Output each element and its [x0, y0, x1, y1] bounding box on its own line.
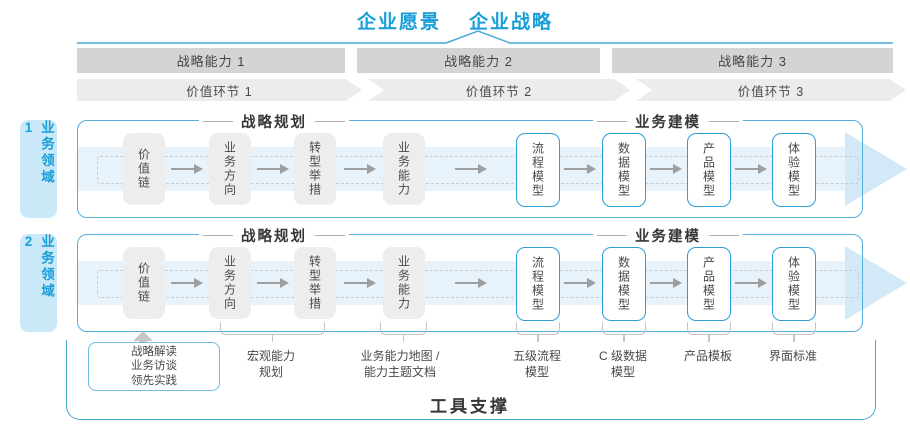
model-box-7: 产品模型 — [687, 133, 731, 207]
domain-tab-2: 业务领域 2 — [20, 234, 57, 332]
practice-box: 战略解读 业务访谈 领先实践 — [88, 342, 220, 391]
annotation-label-4: C 级数据 模型 — [598, 349, 648, 379]
right-arrow-icon — [256, 278, 289, 288]
right-arrow-icon — [649, 278, 682, 288]
capability-band-3: 战略能力 3 — [612, 48, 893, 73]
model-box-1: 价值链 — [123, 247, 165, 319]
page-title: 企业愿景 企业战略 — [0, 7, 910, 34]
flow-band-arrowhead — [845, 246, 907, 320]
brace-stub — [793, 334, 795, 342]
brace-stub — [623, 334, 625, 342]
flow-band-arrowhead — [845, 132, 907, 206]
value-chevron-3: 价值环节 3 — [636, 79, 906, 101]
brace-stub — [402, 334, 404, 342]
right-arrow-icon — [454, 278, 487, 288]
model-box-4: 业务能力 — [383, 247, 425, 319]
brace-stub — [271, 334, 273, 342]
tools-support-label: 工具支撑 — [430, 397, 510, 416]
brace-stub — [537, 334, 539, 342]
model-box-7: 产品模型 — [687, 247, 731, 321]
model-box-8: 体验模型 — [772, 247, 816, 321]
right-arrow-icon — [171, 164, 203, 174]
annotation-label-6: 界面标准 — [768, 349, 818, 363]
model-box-1: 价值链 — [123, 133, 165, 205]
dashed-track — [97, 270, 859, 298]
value-chevron-2: 价值环节 2 — [368, 79, 630, 101]
right-arrow-icon — [734, 278, 767, 288]
dashed-track — [97, 156, 859, 184]
model-box-8: 体验模型 — [772, 133, 816, 207]
right-arrow-icon — [564, 278, 596, 288]
right-arrow-icon — [171, 278, 203, 288]
domain-tab-1: 业务领域 1 — [20, 120, 57, 218]
brace-stub — [708, 334, 710, 342]
title-vision: 企业愿景 — [356, 12, 441, 33]
tools-support-container — [66, 340, 876, 420]
right-arrow-icon — [649, 164, 682, 174]
model-box-2: 业务方向 — [209, 247, 251, 319]
model-box-4: 业务能力 — [383, 133, 425, 205]
model-box-5: 流程模型 — [516, 133, 560, 207]
right-arrow-icon — [343, 278, 376, 288]
vision-caret-line — [77, 30, 893, 44]
model-box-3: 转型举措 — [294, 247, 336, 319]
section-header-modeling: 业务建模 — [593, 111, 743, 132]
section-header-modeling: 业务建模 — [593, 225, 743, 246]
annotation-label-5: 产品模板 — [683, 349, 733, 363]
section-header-planning: 战略规划 — [199, 111, 349, 132]
annotation-label-3: 五级流程 模型 — [512, 349, 562, 379]
domain-row-2: 价值链 业务方向 转型举措 业务能力 流程模型数据模型产品模型体验模型 战略规划 业务建… — [77, 225, 907, 332]
model-box-6: 数据模型 — [602, 133, 646, 207]
title-strategy: 企业战略 — [469, 12, 554, 33]
right-arrow-icon — [734, 164, 767, 174]
right-arrow-icon — [343, 164, 376, 174]
up-arrow-icon — [133, 331, 153, 341]
annotation-label-2: 业务能力地图 / 能力主题文档 — [360, 349, 440, 379]
section-header-planning: 战略规划 — [199, 225, 349, 246]
model-box-6: 数据模型 — [602, 247, 646, 321]
model-box-5: 流程模型 — [516, 247, 560, 321]
capability-band-1: 战略能力 1 — [77, 48, 345, 73]
right-arrow-icon — [454, 164, 487, 174]
model-box-3: 转型举措 — [294, 133, 336, 205]
annotation-label-1: 宏观能力 规划 — [246, 349, 296, 379]
domain-row-1: 价值链 业务方向 转型举措 业务能力 流程模型数据模型产品模型体验模型 战略规划 业务建… — [77, 111, 907, 218]
right-arrow-icon — [564, 164, 596, 174]
right-arrow-icon — [256, 164, 289, 174]
capability-band-2: 战略能力 2 — [357, 48, 600, 73]
value-chevron-1: 价值环节 1 — [77, 79, 362, 101]
model-box-2: 业务方向 — [209, 133, 251, 205]
